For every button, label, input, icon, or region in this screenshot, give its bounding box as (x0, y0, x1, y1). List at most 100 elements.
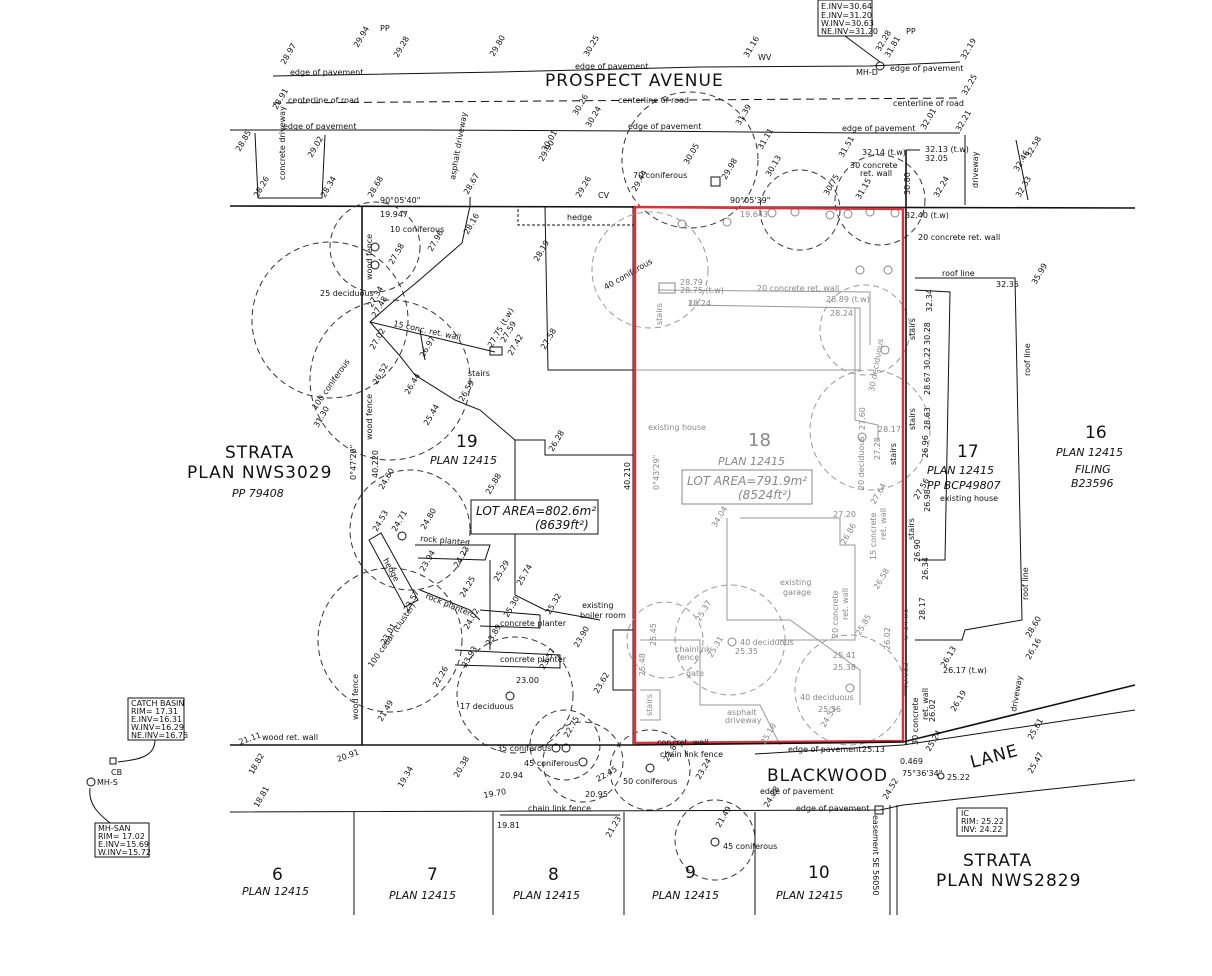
wall-line (419, 329, 426, 361)
ret-wall-15-label: 15 concrete (869, 512, 878, 560)
svg-text:32.14 (t.w): 32.14 (t.w) (862, 148, 906, 157)
lot17-plan: PLAN 12415 (927, 464, 994, 477)
tree-label: 20 deciduous (857, 436, 866, 490)
lot18-garage-label: garage (783, 588, 811, 597)
stairs-label: stairs (655, 303, 664, 325)
lot18-area-box: LOT AREA=791.9m² (8524ft²) (681, 469, 813, 505)
strata-w-pp: PP 79408 (232, 487, 284, 500)
lot18-fence (640, 639, 781, 746)
tree-label: 40 deciduous (740, 638, 794, 647)
concrete-planter-label: concrete planter (500, 619, 567, 628)
edge-pavement-label: edge of pavement (290, 68, 363, 77)
svg-text:26.19: 26.19 (949, 689, 968, 713)
svg-text:NE.INV=16.76: NE.INV=16.76 (131, 731, 188, 740)
svg-text:29.28: 29.28 (392, 35, 411, 59)
svg-text:25.41: 25.41 (833, 651, 856, 660)
svg-text:20.95: 20.95 (585, 790, 608, 799)
svg-text:26.58: 26.58 (872, 567, 891, 591)
svg-text:18.81: 18.81 (252, 785, 271, 809)
svg-text:19.81: 19.81 (497, 821, 520, 830)
wood-fence-label: wood fence (365, 234, 374, 280)
svg-text:29.98: 29.98 (720, 157, 739, 181)
edge-pavement-label: edge of pavement (890, 64, 963, 73)
lane-bearing: 75°36'34" (902, 769, 942, 778)
svg-text:23.62: 23.62 (592, 671, 611, 695)
lot18-plan: PLAN 12415 (718, 455, 785, 468)
svg-text:29.94: 29.94 (352, 25, 371, 49)
svg-text:29.80: 29.80 (488, 34, 507, 58)
south-lot-lines (353, 812, 756, 915)
svg-text:26.97: 26.97 (418, 335, 437, 359)
svg-text:22.75: 22.75 (562, 715, 581, 739)
wood-ret-wall-label: wood ret. wall (262, 733, 318, 742)
svg-text:RIM= 17.31: RIM= 17.31 (131, 707, 178, 716)
svg-text:27.28: 27.28 (873, 437, 882, 460)
manhole-s-icon (86, 777, 96, 787)
cb-label: CB (111, 768, 122, 777)
svg-text:28.16: 28.16 (462, 212, 481, 236)
svg-text:31.11: 31.11 (756, 127, 775, 151)
driveway-label: driveway (1009, 675, 1024, 713)
lane-dist: 0.469 (900, 757, 923, 766)
svg-text:31.15: 31.15 (854, 177, 873, 201)
tree-label: 40 coniferous (603, 257, 655, 292)
lot7-number: 7 (427, 865, 438, 885)
lot8-number: 8 (548, 865, 559, 885)
lot18-depth-left: 40.210 (623, 462, 632, 490)
svg-text:20.91: 20.91 (336, 748, 361, 764)
svg-text:29.90: 29.90 (537, 139, 556, 163)
driveway-label: driveway (971, 151, 980, 188)
svg-text:21.23: 21.23 (604, 815, 623, 839)
hedge-box (368, 532, 419, 608)
meter-icon (710, 176, 721, 187)
subject-lot-boundary (633, 205, 905, 745)
chain-link-label: chain link fence (660, 750, 723, 759)
stairs-label: stairs (889, 443, 898, 465)
rock-planter-2 (419, 589, 481, 621)
svg-text:28.75 (t.w): 28.75 (t.w) (680, 286, 724, 295)
svg-text:RIM= 17.02: RIM= 17.02 (98, 832, 145, 841)
street-prospect: PROSPECT AVENUE (545, 71, 724, 91)
svg-text:28.19: 28.19 (532, 239, 551, 263)
ret-wall-label: ret. wall (860, 169, 892, 178)
svg-text:26.17 (t.w): 26.17 (t.w) (943, 666, 987, 675)
svg-text:30.25: 30.25 (582, 34, 601, 58)
svg-text:19.70: 19.70 (483, 787, 507, 800)
mh-san-box: MH-SAN RIM= 17.02 E.INV=15.69 W.INV=15.7… (89, 787, 151, 858)
lot19-width-top: 19.947 (380, 210, 408, 219)
lot19-depth-left: 40.220 (371, 450, 380, 478)
roof-line-label: roof line (1023, 343, 1032, 376)
ret-wall-20-label: 20 concrete (831, 590, 840, 638)
svg-text:25.37: 25.37 (694, 599, 713, 623)
stairs-label: stairs (908, 318, 917, 340)
svg-text:(8639ft²): (8639ft²) (535, 518, 589, 532)
lot18-ret-wall (657, 289, 871, 345)
wood-fence-label: wood fence (351, 674, 360, 720)
pp-label: PP (906, 27, 916, 36)
tree-label: 17 deciduous (460, 702, 514, 711)
svg-text:30.13: 30.13 (764, 154, 783, 178)
tree-label: 30 deciduous (867, 338, 885, 392)
edge-pavement-label: edge of pavement (283, 122, 356, 131)
hedge-label: hedge (381, 557, 401, 583)
svg-text:25.45: 25.45 (649, 623, 658, 646)
roof-line-label: roof line (1021, 567, 1030, 600)
lot19-bearing-top: 90°05'40" (380, 196, 420, 205)
svg-text:27.64: 27.64 (869, 482, 888, 506)
blackwood-south-edge (229, 779, 1136, 813)
svg-text:25.38: 25.38 (833, 663, 856, 672)
lot18-number: 18 (748, 430, 771, 451)
svg-text:CATCH BASIN: CATCH BASIN (131, 699, 184, 708)
lot6-plan: PLAN 12415 (242, 885, 309, 898)
ret-wall-20-label: 20 concrete ret. wall (757, 284, 839, 293)
catch-basin-icon (109, 757, 117, 765)
lot19-area-box: LOT AREA=802.6m² (8639ft²) (470, 499, 599, 535)
stairs-label: stairs (645, 694, 654, 716)
lot18-garage-label: existing (780, 578, 811, 587)
svg-text:26.86: 26.86 (839, 522, 858, 546)
lot17-pp: PP BCP49807 (927, 479, 1001, 492)
svg-text:30.26: 30.26 (571, 93, 590, 117)
svg-text:W.INV=15.72: W.INV=15.72 (98, 848, 151, 857)
ret-wall-label: ret. wall (921, 688, 930, 720)
svg-text:27.58: 27.58 (539, 327, 558, 351)
